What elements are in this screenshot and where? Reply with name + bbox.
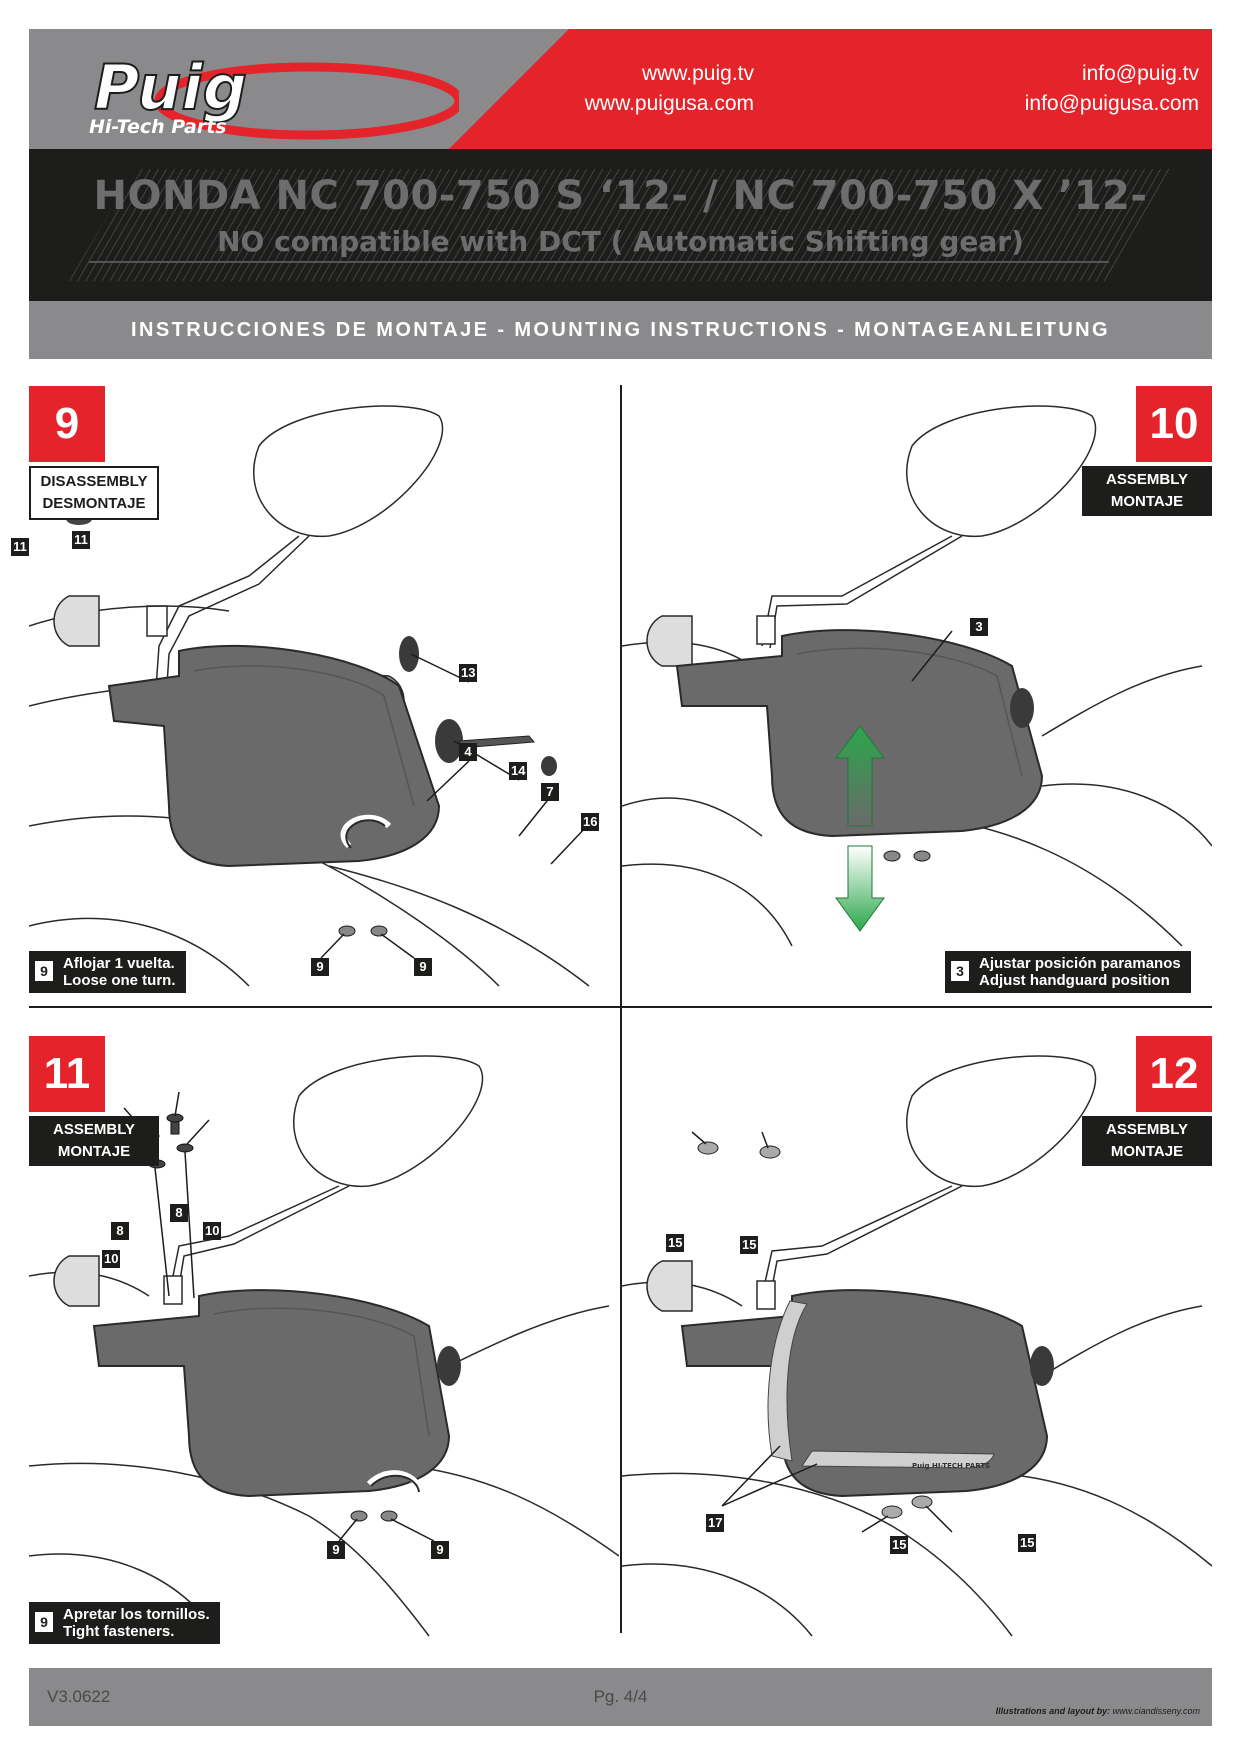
- note-ref: 3: [951, 961, 969, 981]
- step-9-panel: 9 DISASSEMBLY DESMONTAJE 11 11 13 4 14 7…: [11, 386, 619, 1006]
- step-tag: DISASSEMBLY DESMONTAJE: [29, 466, 159, 520]
- logo-subtitle: Hi-Tech Parts: [89, 116, 227, 138]
- note-line: Adjust handguard position: [979, 972, 1170, 989]
- step-note: 9 Apretar los tornillos. Tight fasteners…: [29, 1602, 220, 1644]
- note-line: Ajustar posición paramanos: [979, 955, 1181, 972]
- puig-logo: Puig Hi-Tech Parts: [89, 51, 459, 140]
- note-line: Loose one turn.: [63, 972, 176, 989]
- step-tag: ASSEMBLY MONTAJE: [1082, 466, 1212, 516]
- part-callout: 9: [311, 958, 329, 976]
- tag-line: DESMONTAJE: [42, 495, 146, 512]
- email-link[interactable]: info@puig.tv: [1081, 62, 1199, 85]
- credit-line: Illustrations and layout by: www.ciandis…: [996, 1706, 1200, 1716]
- email-link[interactable]: info@puigusa.com: [1024, 92, 1199, 115]
- tag-line: ASSEMBLY: [1106, 1121, 1188, 1138]
- part-callout: 4: [459, 743, 477, 761]
- tag-line: MONTAJE: [1110, 493, 1184, 510]
- part-callout: 11: [72, 531, 90, 549]
- tag-line: DISASSEMBLY: [40, 473, 148, 490]
- step-note: 3 Ajustar posición paramanos Adjust hand…: [945, 951, 1191, 993]
- instructions-heading: INSTRUCCIONES DE MONTAJE - MOUNTING INST…: [131, 319, 1110, 341]
- step-number: 10: [1136, 386, 1212, 462]
- header-red-band: [449, 29, 1212, 149]
- step-tag: ASSEMBLY MONTAJE: [29, 1116, 159, 1166]
- part-callout: 8: [111, 1222, 129, 1240]
- logo-brand: Puig: [94, 51, 247, 124]
- note-ref: 9: [35, 1612, 53, 1632]
- step-note: 9 Aflojar 1 vuelta. Loose one turn.: [29, 951, 186, 993]
- part-callout: 10: [102, 1250, 121, 1268]
- step-10-illustration: [622, 405, 1212, 947]
- vertical-divider: [620, 385, 622, 1633]
- model-title: HONDA NC 700-750 S ‘12- / NC 700-750 X ’…: [93, 173, 1148, 219]
- part-callout: 7: [541, 783, 559, 801]
- part-callout: 13: [459, 664, 478, 682]
- step-12-illustration: Puig HI-TECH PARTS: [622, 1055, 1212, 1637]
- email-list: info@puig.tv info@puigusa.com: [929, 59, 1199, 119]
- step-number: 9: [29, 386, 105, 462]
- part-callout: 15: [740, 1236, 759, 1254]
- credit-url[interactable]: www.ciandisseny.com: [1112, 1706, 1200, 1716]
- part-callout: 9: [327, 1541, 345, 1559]
- title-band: HONDA NC 700-750 S ‘12- / NC 700-750 X ’…: [29, 149, 1212, 301]
- header-bar: Puig Hi-Tech Parts www.puig.tv www.puigu…: [29, 29, 1212, 149]
- part-callout: 16: [581, 813, 600, 831]
- step-10-panel: 10 ASSEMBLY MONTAJE 3 3 Ajustar posición…: [622, 386, 1212, 1006]
- tag-line: ASSEMBLY: [1106, 471, 1188, 488]
- website-link[interactable]: www.puigusa.com: [584, 92, 754, 115]
- note-line: Tight fasteners.: [63, 1623, 175, 1640]
- part-callout: 10: [203, 1222, 222, 1240]
- note-ref: 9: [35, 961, 53, 981]
- website-link[interactable]: www.puig.tv: [641, 62, 754, 85]
- credit-label: Illustrations and layout by:: [995, 1706, 1111, 1716]
- part-callout: 15: [1018, 1534, 1037, 1552]
- step-11-panel: 11 ASSEMBLY MONTAJE 8 8 10 10 9 9 9 Apre…: [29, 1036, 619, 1656]
- step-number: 11: [29, 1036, 105, 1112]
- tag-line: ASSEMBLY: [53, 1121, 135, 1138]
- footer-bar: V3.0622 Pg. 4/4 Illustrations and layout…: [29, 1668, 1212, 1726]
- step-9-illustration: [29, 405, 590, 987]
- part-callout: 17: [706, 1514, 725, 1532]
- part-callout: 15: [890, 1536, 909, 1554]
- part-callout: 8: [170, 1204, 188, 1222]
- instructions-band: INSTRUCCIONES DE MONTAJE - MOUNTING INST…: [29, 301, 1212, 359]
- horizontal-divider: [29, 1006, 1212, 1008]
- part-callout: 15: [666, 1234, 685, 1252]
- step-12-panel: Puig HI-TECH PARTS 12 ASSEMBLY MONTAJE 1…: [622, 1036, 1212, 1656]
- step-number: 12: [1136, 1036, 1212, 1112]
- note-line: Apretar los tornillos.: [63, 1606, 210, 1623]
- page-number: Pg. 4/4: [593, 1687, 648, 1706]
- note-line: Aflojar 1 vuelta.: [63, 955, 175, 972]
- part-callout: 3: [970, 618, 988, 636]
- website-list: www.puig.tv www.puigusa.com: [529, 59, 754, 119]
- part-callout: 14: [509, 762, 528, 780]
- title-rule: [89, 261, 1109, 263]
- tag-line: MONTAJE: [1110, 1143, 1184, 1160]
- decal-text: Puig HI-TECH PARTS: [912, 1462, 990, 1470]
- part-callout: 9: [431, 1541, 449, 1559]
- version-label: V3.0622: [47, 1687, 111, 1706]
- part-callout: 11: [11, 538, 29, 556]
- compatibility-note: NO compatible with DCT ( Automatic Shift…: [217, 225, 1024, 258]
- tag-line: MONTAJE: [57, 1143, 131, 1160]
- step-tag: ASSEMBLY MONTAJE: [1082, 1116, 1212, 1166]
- part-callout: 9: [414, 958, 432, 976]
